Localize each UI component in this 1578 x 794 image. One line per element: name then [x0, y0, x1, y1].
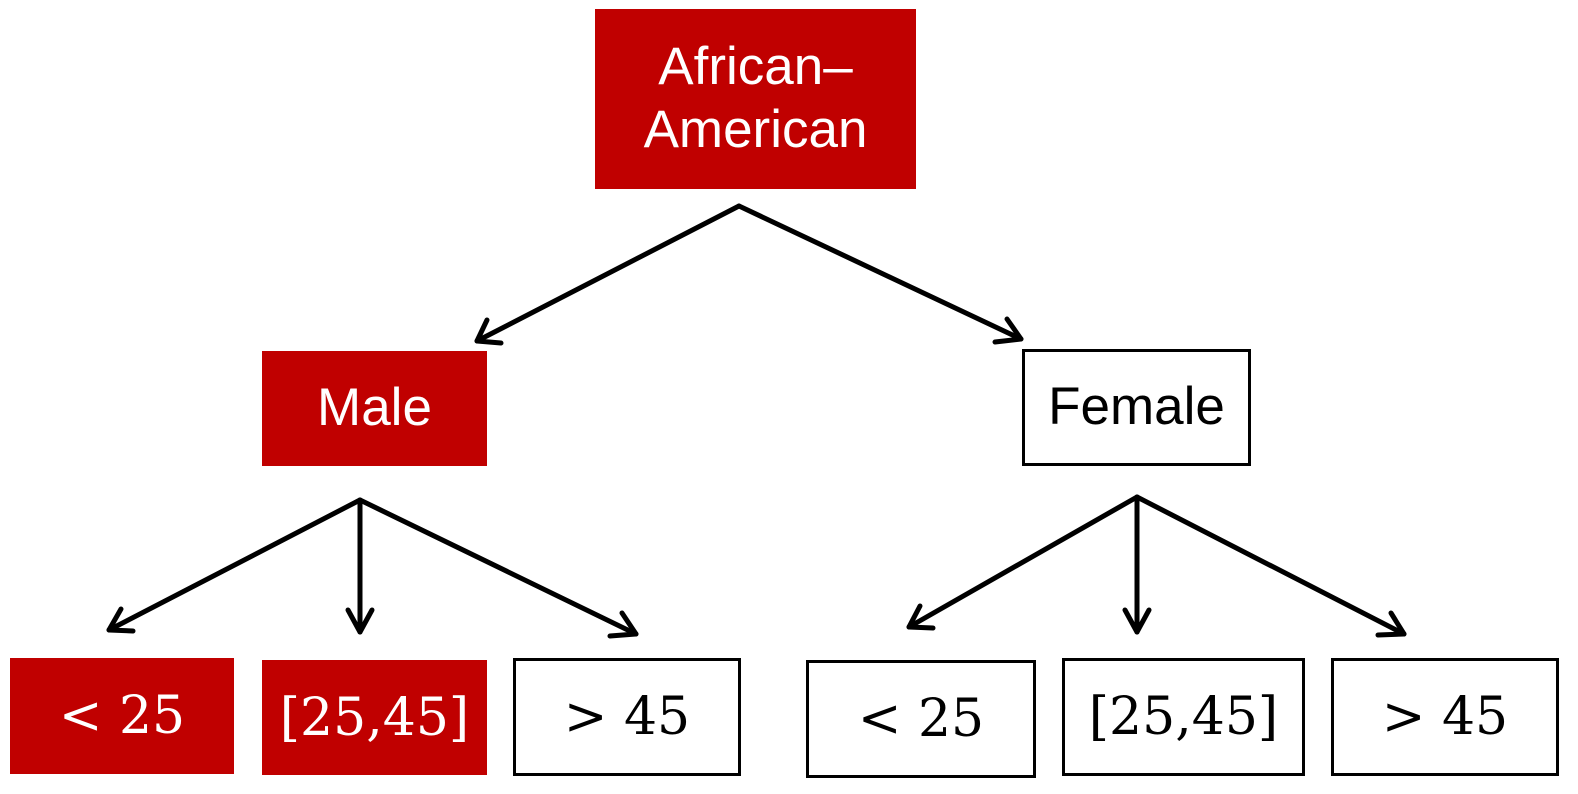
edge-male-to-under25 — [106, 497, 363, 634]
female-age-under-25-label: < 25 — [857, 689, 985, 749]
root-node-label: African– American — [643, 37, 868, 159]
female-age-25-45-label: [25,45] — [1088, 687, 1279, 747]
female-age-under-25-node: < 25 — [806, 660, 1036, 778]
male-age-over-45-label: > 45 — [563, 687, 691, 747]
male-age-under-25-label: < 25 — [58, 686, 186, 746]
edge-female-to-over45 — [1134, 494, 1407, 638]
male-age-25-45-label: [25,45] — [279, 687, 470, 748]
root-node-african-american: African– American — [595, 9, 916, 189]
female-age-over-45-node: > 45 — [1331, 658, 1559, 776]
male-node-label: Male — [317, 378, 432, 438]
edge-root-to-female — [736, 203, 1024, 345]
male-age-25-45-node: [25,45] — [262, 660, 487, 775]
edge-male-to-over45 — [357, 497, 639, 639]
male-node: Male — [262, 351, 487, 466]
male-age-over-45-node: > 45 — [513, 658, 741, 776]
edge-female-to-under25 — [906, 494, 1140, 631]
female-node: Female — [1022, 349, 1251, 466]
male-age-under-25-node: < 25 — [10, 658, 234, 774]
female-age-over-45-label: > 45 — [1381, 687, 1509, 747]
edge-male-to-25to45 — [345, 497, 375, 635]
edge-root-to-male — [474, 203, 742, 346]
female-node-label: Female — [1048, 377, 1225, 437]
female-age-25-45-node: [25,45] — [1062, 658, 1305, 776]
edge-female-to-25to45 — [1122, 494, 1152, 635]
